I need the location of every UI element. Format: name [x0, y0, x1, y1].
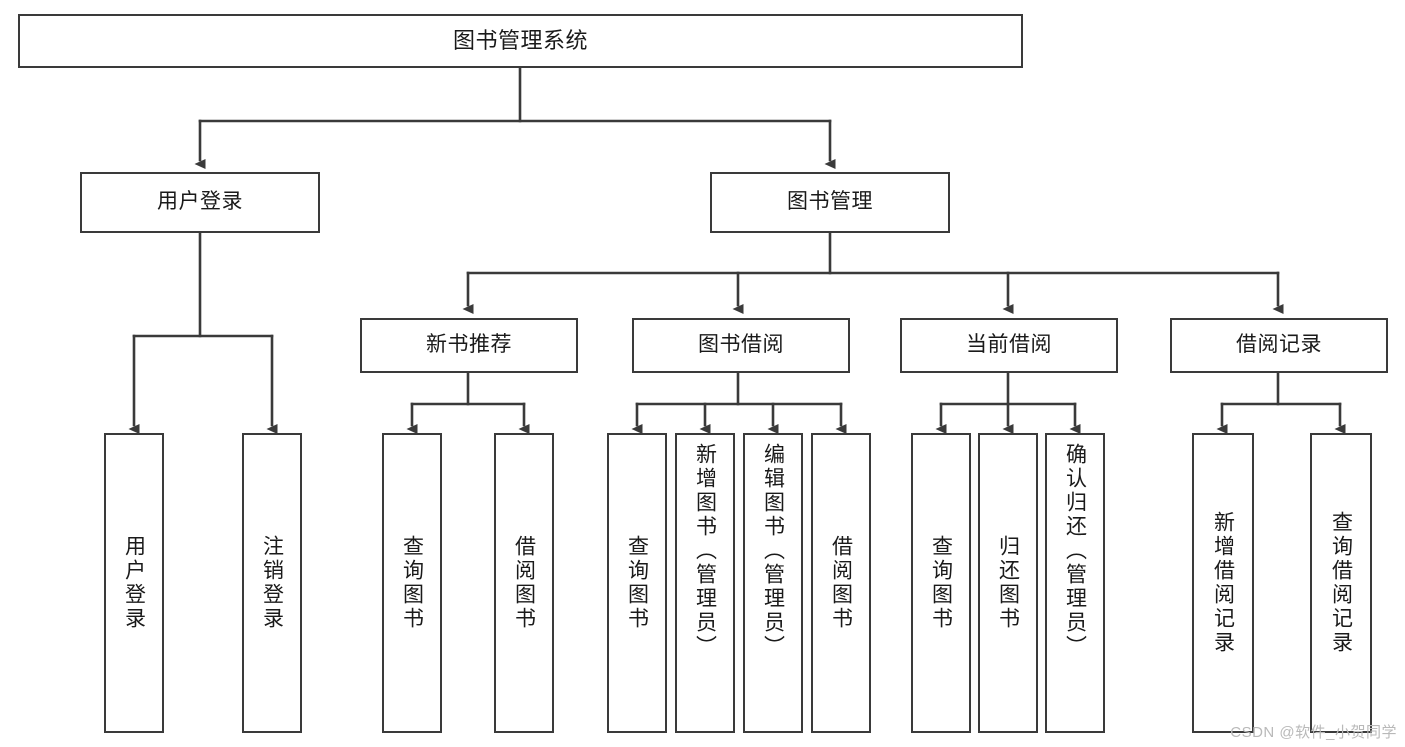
node-root[interactable]: 图书管理系统 [18, 14, 1023, 68]
leaf-return-book[interactable]: 归还图书 [978, 433, 1038, 733]
leaf-add-book-admin-label: 新增图书（管理员） [693, 443, 717, 659]
leaf-query-book-3-label: 查询图书 [929, 535, 953, 631]
node-book-management[interactable]: 图书管理 [710, 172, 950, 233]
leaf-borrow-book-1-label: 借阅图书 [512, 535, 536, 631]
leaf-add-borrow-record[interactable]: 新增借阅记录 [1192, 433, 1254, 733]
leaf-borrow-book-2-label: 借阅图书 [829, 535, 853, 631]
node-book-borrow[interactable]: 图书借阅 [632, 318, 850, 373]
node-book-borrow-label: 图书借阅 [698, 333, 784, 357]
node-borrow-record[interactable]: 借阅记录 [1170, 318, 1388, 373]
leaf-edit-book-admin[interactable]: 编辑图书（管理员） [743, 433, 803, 733]
node-root-label: 图书管理系统 [452, 28, 588, 54]
leaf-query-borrow-record-label: 查询借阅记录 [1329, 511, 1353, 655]
leaf-add-book-admin[interactable]: 新增图书（管理员） [675, 433, 735, 733]
leaf-edit-book-admin-label: 编辑图书（管理员） [761, 443, 785, 659]
leaf-query-book-2[interactable]: 查询图书 [607, 433, 667, 733]
node-new-book-recommend-label: 新书推荐 [426, 333, 512, 357]
node-book-management-label: 图书管理 [787, 190, 873, 214]
leaf-query-book-1[interactable]: 查询图书 [382, 433, 442, 733]
leaf-query-borrow-record[interactable]: 查询借阅记录 [1310, 433, 1372, 733]
leaf-return-book-label: 归还图书 [996, 535, 1020, 631]
leaf-user-login-label: 用户登录 [122, 535, 146, 631]
leaf-borrow-book-2[interactable]: 借阅图书 [811, 433, 871, 733]
leaf-query-book-3[interactable]: 查询图书 [911, 433, 971, 733]
node-current-borrow[interactable]: 当前借阅 [900, 318, 1118, 373]
node-current-borrow-label: 当前借阅 [966, 333, 1052, 357]
node-new-book-recommend[interactable]: 新书推荐 [360, 318, 578, 373]
node-user-login-label: 用户登录 [157, 190, 243, 214]
csdn-watermark: CSDN @软件_小贺同学 [1230, 724, 1397, 741]
leaf-borrow-book-1[interactable]: 借阅图书 [494, 433, 554, 733]
leaf-logout-login[interactable]: 注销登录 [242, 433, 302, 733]
leaf-query-book-1-label: 查询图书 [400, 535, 424, 631]
leaf-confirm-return-admin[interactable]: 确认归还（管理员） [1045, 433, 1105, 733]
leaf-add-borrow-record-label: 新增借阅记录 [1211, 511, 1235, 655]
leaf-logout-login-label: 注销登录 [260, 535, 284, 631]
node-user-login[interactable]: 用户登录 [80, 172, 320, 233]
leaf-query-book-2-label: 查询图书 [625, 535, 649, 631]
node-borrow-record-label: 借阅记录 [1236, 333, 1322, 357]
leaf-user-login[interactable]: 用户登录 [104, 433, 164, 733]
leaf-confirm-return-admin-label: 确认归还（管理员） [1063, 443, 1087, 659]
